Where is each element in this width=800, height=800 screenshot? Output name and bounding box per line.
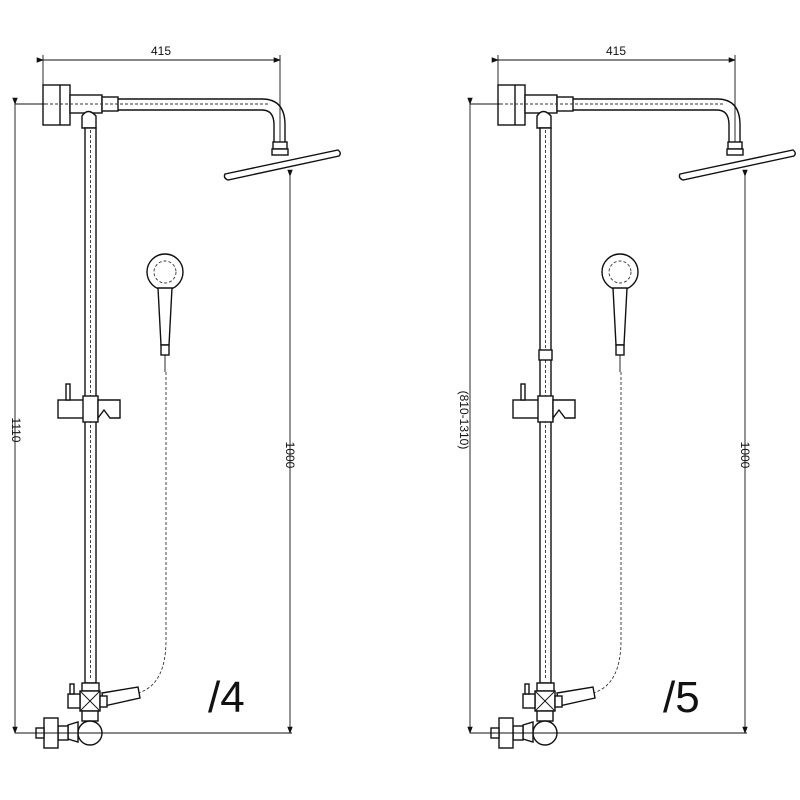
variant-label: /4 (208, 673, 245, 722)
drawing-variant-4: 415 1110 1000 /4 (9, 44, 340, 748)
variant-label: /5 (663, 673, 700, 722)
head-height-dimension: 1000 (283, 442, 297, 469)
width-dimension: 415 (606, 44, 626, 58)
total-height-dimension: (810-1310) (457, 391, 471, 450)
shower-column-drawing (470, 55, 795, 748)
extension-joint (538, 349, 553, 361)
head-height-dimension: 1000 (738, 442, 752, 469)
total-height-dimension: 1110 (9, 418, 23, 443)
shower-column-drawing (15, 55, 340, 748)
width-dimension: 415 (151, 44, 171, 58)
drawing-variant-5: 415 (810-1310) 1000 /5 (457, 44, 795, 748)
